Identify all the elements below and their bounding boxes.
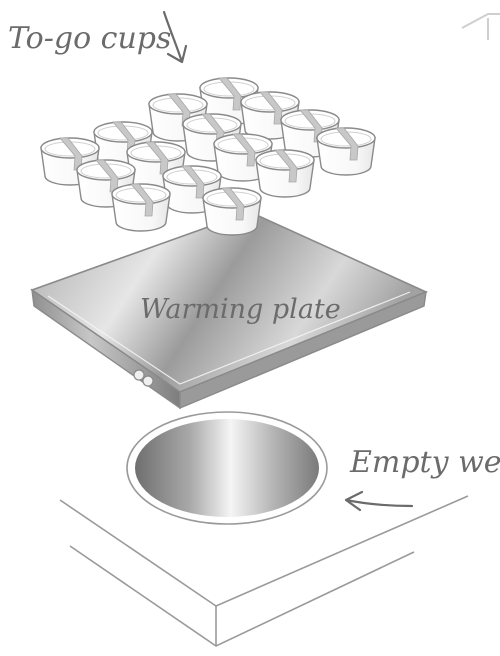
cup-icon	[256, 150, 314, 197]
cup-icon	[317, 128, 375, 175]
well-label: Empty well	[349, 445, 500, 480]
cup-icon	[112, 184, 170, 231]
empty-well	[127, 412, 327, 524]
cup-icon	[203, 188, 261, 235]
well-arrow	[346, 492, 412, 510]
knob-icon	[134, 370, 144, 380]
plate-label: Warming plate	[140, 294, 341, 325]
cups-label: To-go cups	[8, 21, 171, 56]
to-go-cups	[41, 78, 375, 235]
edge-fragment	[462, 14, 500, 40]
knob-icon	[143, 376, 153, 386]
